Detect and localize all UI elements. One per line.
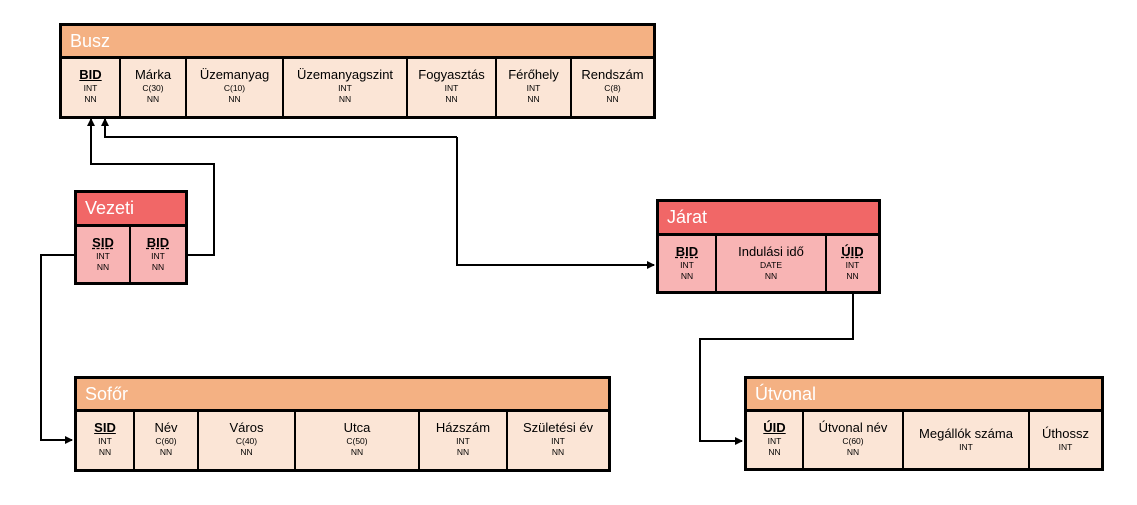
- table-title: Busz: [59, 23, 656, 59]
- field-marka: Márka C(30) NN: [121, 59, 187, 116]
- table-utvonal: Útvonal ÚID INT NN Útvonal név C(60) NN …: [744, 376, 1104, 471]
- relation-vezeti-sofor: [40, 254, 76, 444]
- table-vezeti: Vezeti SID INT NN BID INT NN: [74, 190, 188, 285]
- field-szuletesi-ev: Születési év INT NN: [522, 420, 594, 457]
- field-uzemanyag: Üzemanyag C(10) NN: [187, 59, 284, 116]
- relation-jarat-utvonal: [699, 293, 854, 445]
- field-varos: Város C(40) NN: [199, 412, 296, 469]
- field-uid: ÚID INT NN: [747, 412, 804, 468]
- field-uthossz: Úthossz INT: [1042, 426, 1089, 452]
- field-bid: BID INT NN: [146, 235, 170, 272]
- table-busz: Busz BID INT NN Márka C(30) NN Üzemanyag…: [59, 23, 656, 119]
- field-uzemanyagszint: Üzemanyagszint INT NN: [284, 59, 408, 116]
- field-utca: Utca C(50) NN: [296, 412, 420, 469]
- table-title: Sofőr: [74, 376, 611, 412]
- field-indulasi-ido: Indulási idő DATE NN: [717, 236, 827, 291]
- field-rendszam: Rendszám C(8) NN: [581, 67, 644, 104]
- field-row: SID INT NN BID INT NN: [74, 224, 188, 285]
- table-title: Járat: [656, 199, 881, 236]
- field-sid: SID INT NN: [77, 227, 131, 282]
- field-bid: BID INT NN: [62, 59, 121, 116]
- field-hazszam: Házszám INT NN: [420, 412, 508, 469]
- field-uid: ÚID INT NN: [841, 244, 864, 281]
- field-row: SID INT NN Név C(60) NN Város C(40) NN U…: [74, 409, 611, 472]
- field-fogyasztas: Fogyasztás INT NN: [408, 59, 497, 116]
- field-megallok-szama: Megállók száma INT: [904, 412, 1030, 468]
- table-title: Útvonal: [744, 376, 1104, 412]
- table-jarat: Járat BID INT NN Indulási idő DATE NN ÚI…: [656, 199, 881, 294]
- field-bid: BID INT NN: [659, 236, 717, 291]
- field-row: ÚID INT NN Útvonal név C(60) NN Megállók…: [744, 409, 1104, 471]
- table-sofor: Sofőr SID INT NN Név C(60) NN Város C(40…: [74, 376, 611, 472]
- relation-jarat-busz-2: [456, 137, 655, 269]
- table-title: Vezeti: [74, 190, 188, 227]
- field-nev: Név C(60) NN: [135, 412, 199, 469]
- field-row: BID INT NN Márka C(30) NN Üzemanyag C(10…: [59, 56, 656, 119]
- field-sid: SID INT NN: [77, 412, 135, 469]
- field-utvonal-nev: Útvonal név C(60) NN: [804, 412, 904, 468]
- relation-jarat-busz: [101, 118, 457, 138]
- field-row: BID INT NN Indulási idő DATE NN ÚID INT …: [656, 233, 881, 294]
- relation-vezeti-busz: [87, 118, 215, 256]
- field-ferohely: Férőhely INT NN: [497, 59, 572, 116]
